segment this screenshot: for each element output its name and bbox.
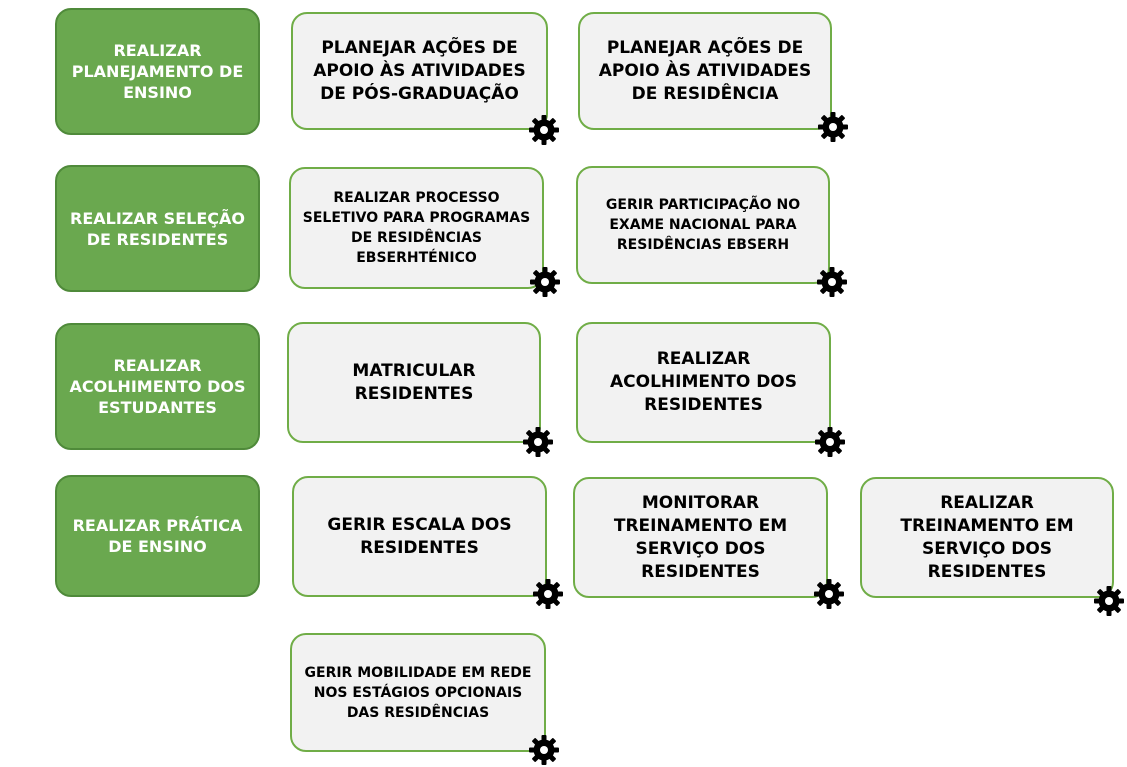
- activity-box-matricular: MATRICULAR RESIDENTES: [287, 322, 541, 443]
- activity-box-planejar-pos-graduacao: PLANEJAR AÇÕES DE APOIO ÀS ATIVIDADES DE…: [291, 12, 548, 130]
- gear-icon: [531, 577, 565, 611]
- activity-box-exame-nacional: GERIR PARTICIPAÇÃO NO EXAME NACIONAL PAR…: [576, 166, 830, 284]
- process-header-planejamento: REALIZAR PLANEJAMENTO DE ENSINO: [55, 8, 260, 135]
- process-header-selecao: REALIZAR SELEÇÃO DE RESIDENTES: [55, 165, 260, 292]
- activity-box-processo-seletivo: REALIZAR PROCESSO SELETIVO PARA PROGRAMA…: [289, 167, 544, 289]
- gear-icon: [816, 110, 850, 144]
- gear-icon: [527, 733, 561, 767]
- activity-box-acolhimento-residentes: REALIZAR ACOLHIMENTO DOS RESIDENTES: [576, 322, 831, 443]
- activity-box-mobilidade: GERIR MOBILIDADE EM REDE NOS ESTÁGIOS OP…: [290, 633, 546, 752]
- gear-icon: [812, 577, 846, 611]
- activity-box-monitorar-treinamento: MONITORAR TREINAMENTO EM SERVIÇO DOS RES…: [573, 477, 828, 598]
- gear-icon: [527, 113, 561, 147]
- gear-icon: [521, 425, 555, 459]
- process-header-pratica: REALIZAR PRÁTICA DE ENSINO: [55, 475, 260, 597]
- activity-box-realizar-treinamento: REALIZAR TREINAMENTO EM SERVIÇO DOS RESI…: [860, 477, 1114, 598]
- process-header-acolhimento: REALIZAR ACOLHIMENTO DOS ESTUDANTES: [55, 323, 260, 450]
- gear-icon: [1092, 584, 1126, 618]
- gear-icon: [815, 265, 849, 299]
- gear-icon: [528, 265, 562, 299]
- activity-box-planejar-residencia: PLANEJAR AÇÕES DE APOIO ÀS ATIVIDADES DE…: [578, 12, 832, 130]
- activity-box-escala: GERIR ESCALA DOS RESIDENTES: [292, 476, 547, 597]
- gear-icon: [813, 425, 847, 459]
